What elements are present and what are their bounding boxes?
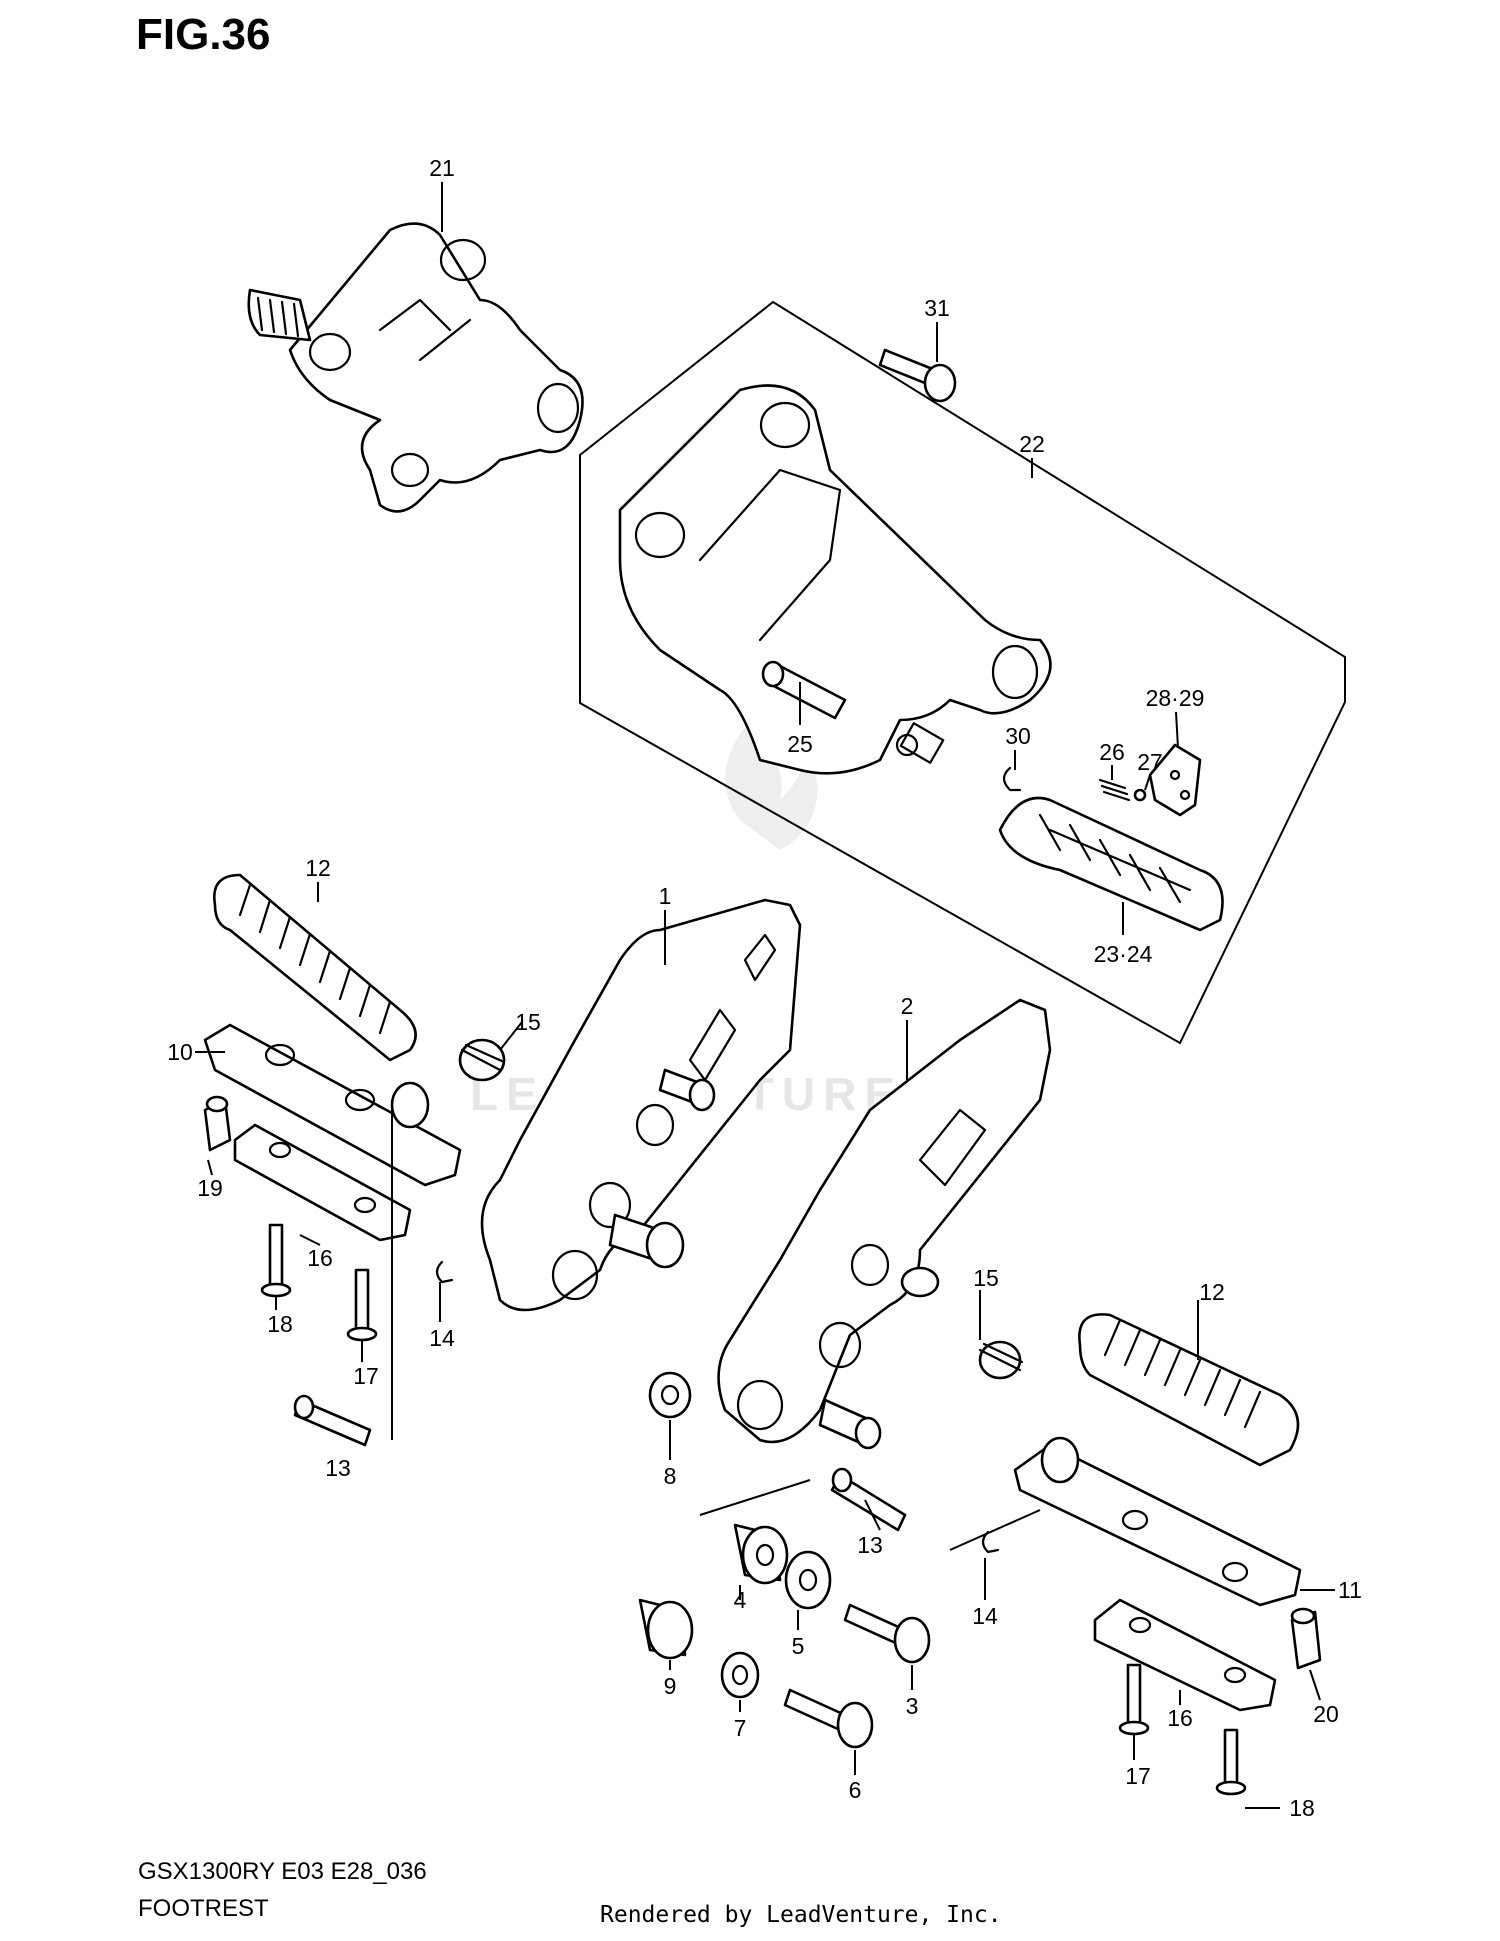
figure-title: FIG.36 [136, 10, 271, 59]
part-22-bracket [618, 384, 1052, 775]
section-name: FOOTREST [138, 1895, 269, 1922]
part-31-bolt [878, 348, 957, 403]
part-5-washer [784, 1550, 832, 1610]
callout-30: 30 [1005, 723, 1031, 749]
callout-15-right: 15 [973, 1265, 999, 1291]
callout-18-right: 18 [1289, 1795, 1315, 1821]
part-15-spring-left [458, 1038, 506, 1082]
callout-1: 1 [659, 883, 672, 909]
part-17-bolt-left [346, 1268, 378, 1342]
part-1-bracket [480, 898, 802, 1312]
part-6-bolt [783, 1688, 874, 1749]
callout-13-left: 13 [325, 1455, 351, 1481]
part-17-bolt-right [1118, 1663, 1150, 1736]
callout-16-left: 16 [307, 1245, 333, 1271]
part-12-grip-left [212, 873, 417, 1062]
leader-lines [195, 182, 1335, 1809]
callout-31: 31 [924, 295, 950, 321]
part-23-24-footpeg [998, 796, 1224, 932]
callout-17-left: 17 [353, 1363, 379, 1389]
part-19-stopper [203, 1095, 232, 1152]
callout-7: 7 [734, 1715, 747, 1741]
callout-21: 21 [429, 155, 455, 181]
callout-15-left: 15 [515, 1009, 541, 1035]
part-30-clip [1002, 766, 1022, 792]
callout-5: 5 [792, 1633, 805, 1659]
part-13-pin-left [293, 1394, 372, 1447]
part-20-stopper [1290, 1607, 1322, 1670]
callout-27: 27 [1137, 749, 1163, 775]
callout-11: 11 [1338, 1577, 1362, 1603]
callout-23-24: 23·24 [1094, 941, 1153, 967]
part-7-washer [720, 1651, 760, 1699]
part-10-bracket [203, 1023, 462, 1187]
part-9-bushing [638, 1598, 694, 1660]
part-15-spring-right [978, 1340, 1024, 1380]
callout-18-left: 18 [267, 1311, 293, 1337]
callout-4: 4 [734, 1587, 747, 1613]
part-18-bolt-right [1215, 1728, 1247, 1796]
callout-8: 8 [664, 1463, 677, 1489]
part-16-plate-right [1093, 1598, 1277, 1712]
part-21-bracket [247, 222, 584, 513]
part-18-bolt-left [260, 1223, 292, 1298]
callout-28-29: 28·29 [1146, 685, 1205, 711]
part-26-spring [1098, 778, 1131, 802]
callout-6: 6 [849, 1777, 862, 1803]
rendered-by-credit: Rendered by LeadVenture, Inc. [600, 1902, 1002, 1928]
part-8-washer [648, 1371, 692, 1419]
part-12-grip-right [1078, 1313, 1300, 1467]
part-25-pin [761, 660, 847, 720]
part-28-29-plate [1148, 743, 1202, 817]
part-14-clip-left [435, 1260, 454, 1284]
callout-20: 20 [1313, 1701, 1339, 1727]
part-16-plate-left [233, 1123, 412, 1242]
callout-14-left: 14 [429, 1325, 455, 1351]
part-4-bushing [733, 1523, 789, 1585]
callout-2: 2 [901, 993, 914, 1019]
callout-17-right: 17 [1125, 1763, 1151, 1789]
callout-3: 3 [906, 1693, 919, 1719]
callout-25: 25 [787, 731, 813, 757]
callout-16-right: 16 [1167, 1705, 1193, 1731]
part-13-pin-right [830, 1467, 907, 1532]
part-11-bracket [1013, 1436, 1302, 1607]
callout-22: 22 [1019, 431, 1045, 457]
callout-19: 19 [197, 1175, 223, 1201]
callout-10: 10 [167, 1039, 193, 1065]
callout-26: 26 [1099, 739, 1125, 765]
part-2-bracket [717, 998, 1052, 1450]
part-27-ball [1133, 788, 1147, 802]
part-3-bolt [843, 1603, 931, 1664]
part-22-assembly-frame [579, 300, 1346, 1045]
callout-12-left: 12 [305, 855, 331, 881]
model-code: GSX1300RY E03 E28_036 [138, 1858, 427, 1885]
callout-13-right: 13 [857, 1532, 883, 1558]
callout-9: 9 [664, 1673, 677, 1699]
callout-14-right: 14 [972, 1603, 998, 1629]
watermark-flame-icon [725, 710, 818, 850]
callout-12-right: 12 [1199, 1279, 1225, 1305]
callout-labels: 21 31 22 28·29 30 26 27 25 23·24 1 2 12 … [167, 155, 1362, 1821]
